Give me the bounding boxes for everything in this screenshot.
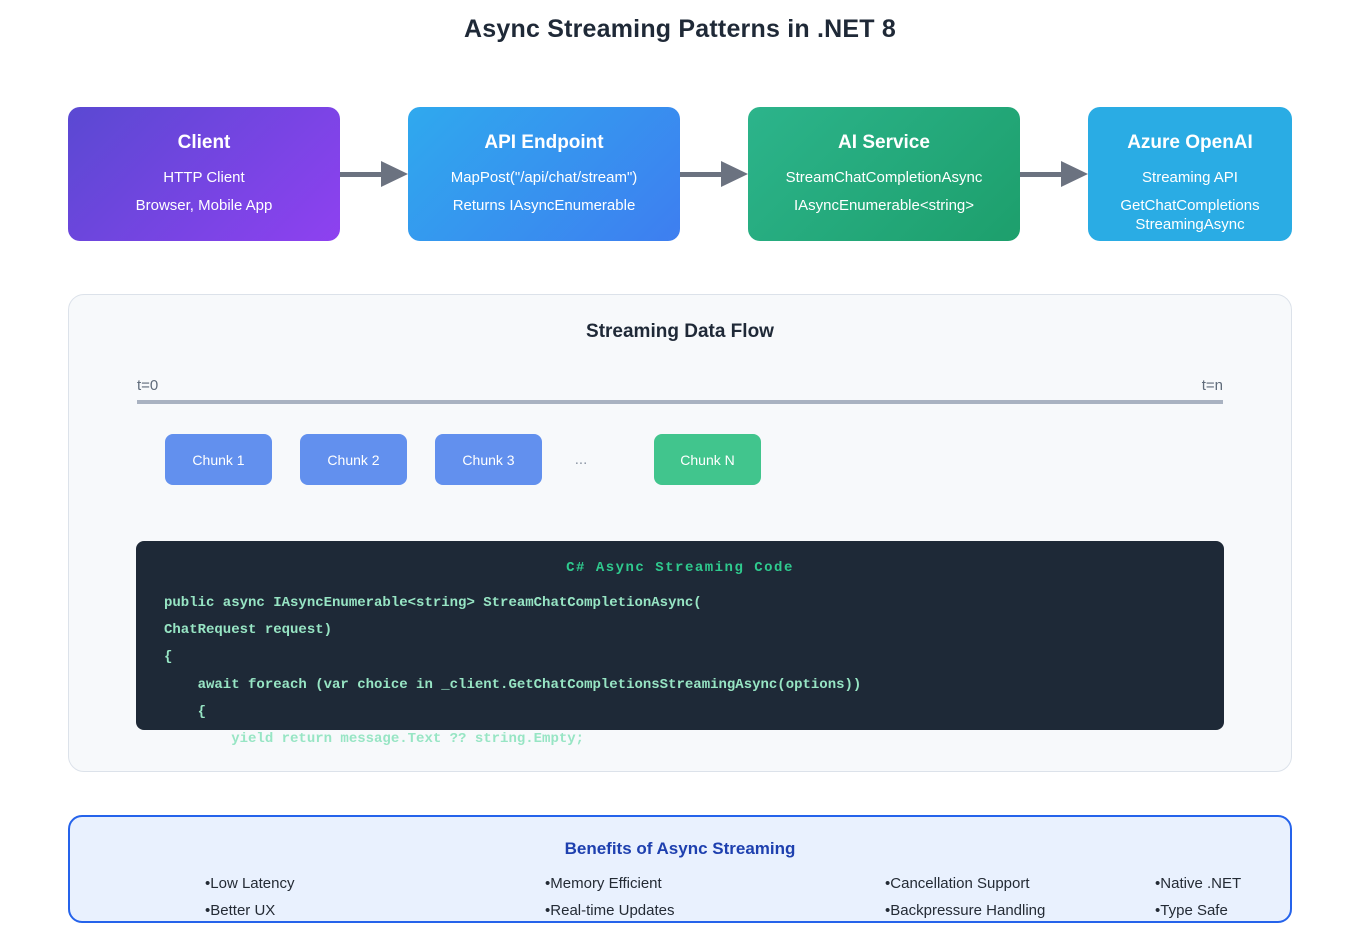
arrow-shaft (1020, 171, 1061, 177)
code-line: { (164, 649, 173, 666)
benefit-item: Memory Efficient (545, 870, 750, 897)
chunk-pill: Chunk 3 (435, 434, 542, 485)
streaming-flow-panel: Streaming Data Flow t=0 t=n Chunk 1 Chun… (68, 294, 1292, 772)
benefits-column: Native .NET Type Safe (1090, 870, 1360, 924)
pipeline-node-ai-service: AI Service StreamChatCompletionAsync IAs… (748, 107, 1020, 241)
node-subtitle: Streaming API (1142, 169, 1238, 186)
benefit-item: Native .NET (1155, 870, 1360, 897)
timeline-labels: t=0 t=n (137, 377, 1223, 395)
arrow-head (1061, 161, 1088, 187)
timeline: t=0 t=n (137, 377, 1223, 404)
pipeline-row: Client HTTP Client Browser, Mobile App A… (68, 107, 1292, 241)
arrow-head (381, 161, 408, 187)
benefits-panel: Benefits of Async Streaming Low Latency … (68, 815, 1292, 923)
benefits-column: Cancellation Support Backpressure Handli… (750, 870, 1090, 924)
code-line: await foreach (var choice in _client.Get… (164, 676, 862, 693)
node-subtitle: Returns IAsyncEnumerable (452, 197, 636, 214)
benefit-item: Low Latency (205, 870, 410, 897)
chunk-pill: Chunk 2 (300, 434, 407, 485)
node-title: AI Service (838, 132, 930, 153)
benefits-column: Memory Efficient Real-time Updates (410, 870, 750, 924)
code-line: { (164, 703, 207, 720)
code-line-overflow: yield return message.Text ?? string.Empt… (164, 731, 585, 748)
node-subtitle: IAsyncEnumerable<string> (793, 197, 975, 214)
chunk-pill: Chunk 1 (165, 434, 272, 485)
code-line: public async IAsyncEnumerable<string> St… (164, 595, 702, 611)
flow-arrow-icon (340, 161, 408, 187)
code-lines: public async IAsyncEnumerable<string> St… (136, 590, 1224, 753)
pipeline-node-azure-openai: Azure OpenAI Streaming API GetChatComple… (1088, 107, 1292, 241)
node-subtitle: GetChatCompletions StreamingAsync (1120, 197, 1260, 233)
node-title: API Endpoint (484, 132, 604, 153)
benefits-column: Low Latency Better UX (70, 870, 410, 924)
page-title: Async Streaming Patterns in .NET 8 (464, 15, 896, 43)
flow-panel-title: Streaming Data Flow (586, 321, 774, 342)
chunks-ellipsis: ... (574, 451, 588, 468)
benefit-item: Backpressure Handling (885, 897, 1090, 924)
node-subtitle: MapPost("/api/chat/stream") (450, 169, 638, 186)
arrow-head (721, 161, 748, 187)
flow-arrow-icon (1020, 161, 1088, 187)
node-title: Client (177, 132, 231, 153)
node-title: Azure OpenAI (1127, 132, 1253, 153)
code-block: C# Async Streaming Code public async IAs… (136, 541, 1224, 747)
node-subtitle: Browser, Mobile App (135, 197, 273, 214)
node-subtitle: StreamChatCompletionAsync (785, 169, 983, 186)
chunk-pill-last: Chunk N (654, 434, 761, 485)
pipeline-node-client: Client HTTP Client Browser, Mobile App (68, 107, 340, 241)
timeline-start-label: t=0 (137, 377, 159, 394)
arrow-shaft (340, 171, 381, 177)
benefit-item: Type Safe (1155, 897, 1360, 924)
node-subtitle: HTTP Client (163, 169, 245, 186)
timeline-end-label: t=n (1201, 377, 1223, 394)
benefits-title: Benefits of Async Streaming (564, 839, 796, 858)
flow-arrow-icon (680, 161, 748, 187)
code-block-title: C# Async Streaming Code (566, 560, 794, 576)
arrow-shaft (680, 171, 721, 177)
benefit-item: Better UX (205, 897, 410, 924)
benefit-item: Cancellation Support (885, 870, 1090, 897)
pipeline-node-api-endpoint: API Endpoint MapPost("/api/chat/stream")… (408, 107, 680, 241)
benefits-columns: Low Latency Better UX Memory Efficient R… (70, 870, 1290, 924)
code-line: ChatRequest request) (164, 622, 333, 639)
chunks-row: Chunk 1 Chunk 2 Chunk 3 ... Chunk N (165, 434, 1291, 485)
benefit-item: Real-time Updates (545, 897, 750, 924)
timeline-axis (137, 400, 1223, 404)
